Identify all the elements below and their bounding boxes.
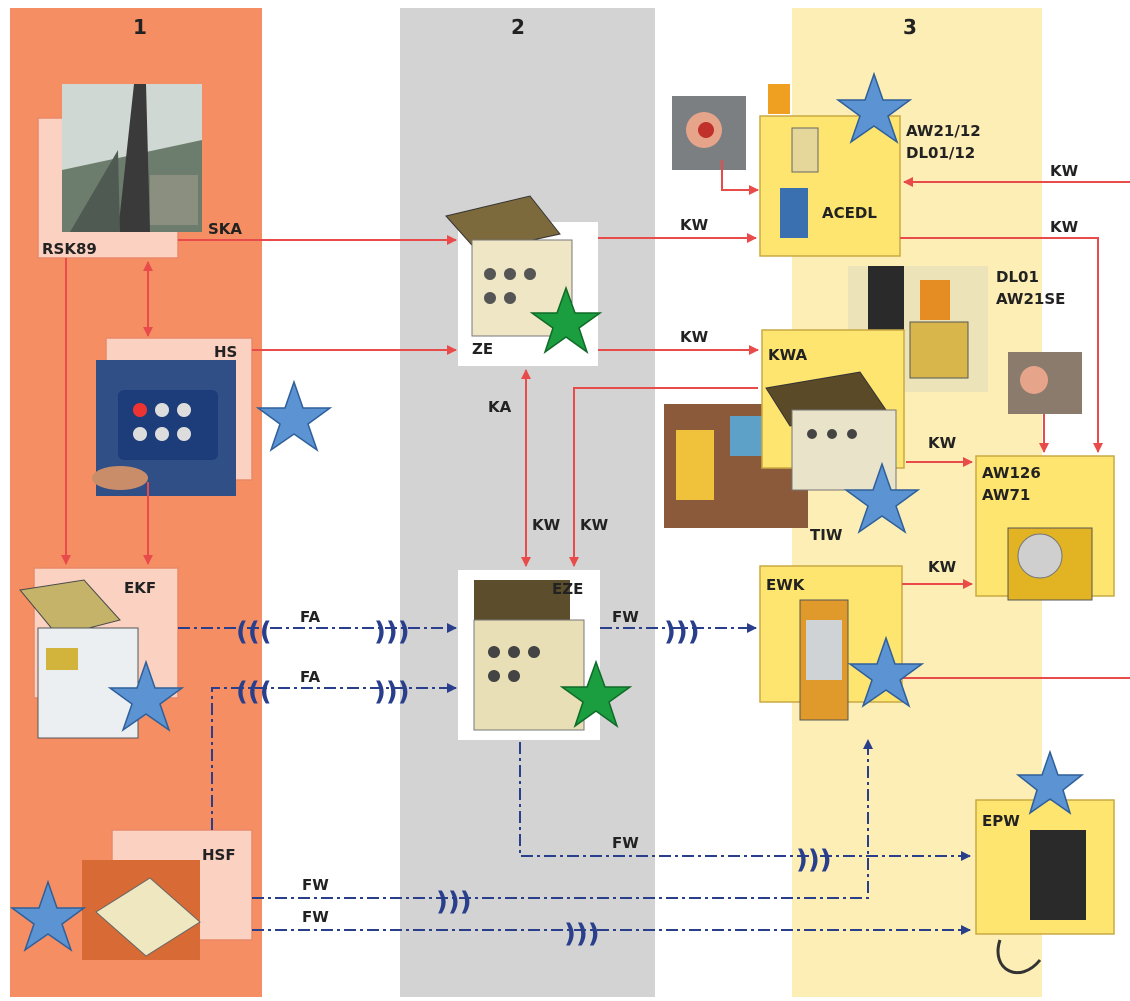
green-star-marker [529,285,603,354]
column-2-label: 2 [511,15,525,39]
eze-device [474,580,570,620]
ekf-unit: EKF [19,567,179,739]
aw21se-label: AW21SE [996,290,1065,308]
link-label-kw-8: KW [928,558,957,576]
acedl-device [780,188,808,238]
epw-device [1030,830,1086,920]
link-label-ka-1: KA [300,218,324,236]
ze-device [445,195,561,253]
ze-label: ZE [472,340,493,358]
acedl-unit: ACEDL AW21/12 DL01/12 [759,115,981,257]
acedl-label: ACEDL [822,204,877,222]
ekf-device [19,579,121,637]
beacon-lamp [768,84,790,114]
radio-waves-out-6: ))) [564,919,600,949]
link-label-ka-3: KA [488,398,512,416]
link-label-fa-1: FA [300,608,321,626]
ekf-label: EKF [124,579,156,597]
ewk-label: EWK [766,576,806,594]
kwa-label: KWA [768,346,807,364]
blue-star-marker [9,879,87,952]
dl01-label: DL01 [996,268,1039,286]
aw126-aw71-unit: AW126 AW71 [975,455,1115,601]
link-label-kw-1: KW [680,216,709,234]
blue-star-marker [835,71,913,144]
link-label-kw-6: KW [1050,218,1079,236]
link-label-ka-2: KA [300,328,324,346]
dl0112-label: DL01/12 [906,144,975,162]
blue-star-marker [843,461,921,534]
aw126-label: AW126 [982,464,1041,482]
wired-connections [61,160,1130,679]
ska-label: SKA [208,220,242,238]
aw71-label: AW71 [982,486,1030,504]
ewk-unit: EWK [759,565,903,721]
link-label-fw-4: FW [302,908,329,926]
hsf-unit: HSF [82,829,253,960]
column-3-label: 3 [903,15,917,39]
epw-unit: EPW [975,799,1115,974]
link-label-kw-4: KW [580,516,609,534]
kwa-unit: KWA [761,329,905,491]
column-1-label: 1 [133,15,147,39]
radio-waves-out-4: ))) [796,845,832,875]
epw-label: EPW [982,812,1020,830]
link-label-fw-2: FW [612,834,639,852]
rsk89-label: RSK89 [42,240,97,258]
link-label-kw-3: KW [532,516,561,534]
star-markers [9,71,1085,952]
blue-star-marker [847,635,925,708]
link-label-kw-7: KW [928,434,957,452]
blue-star-marker [107,659,185,732]
radio-waves-in-2: ((( [236,677,272,707]
hsf-label: HSF [202,846,236,864]
tiw-label: TIW [810,526,843,544]
link-label-kw-5: KW [1050,162,1079,180]
green-star-marker [559,659,633,728]
hs-label: HS [214,343,237,361]
radio-waves-out-3: ))) [664,617,700,647]
link-label-fw-3: FW [302,876,329,894]
link-label-fa-2: FA [300,668,321,686]
radio-waves-out-1: ))) [374,617,410,647]
radio-connections [178,623,971,935]
radio-waves-out-2: ))) [374,677,410,707]
dl01-aw21se-unit: DL01 AW21SE [848,266,1065,392]
radio-waves-in-1: ((( [236,617,272,647]
link-label-kw-2: KW [680,328,709,346]
eze-unit: EZE [458,570,600,740]
hs-unit: HS [92,337,253,496]
aw2112-label: AW21/12 [906,122,981,140]
blue-star-marker [255,379,333,452]
eze-label: EZE [552,580,583,598]
radio-waves-out-5: ))) [436,887,472,917]
ze-unit: ZE [445,195,598,366]
rsk89-unit: RSK89 SKA [37,84,242,259]
link-label-fw-1: FW [612,608,639,626]
blue-star-marker [1015,749,1085,815]
